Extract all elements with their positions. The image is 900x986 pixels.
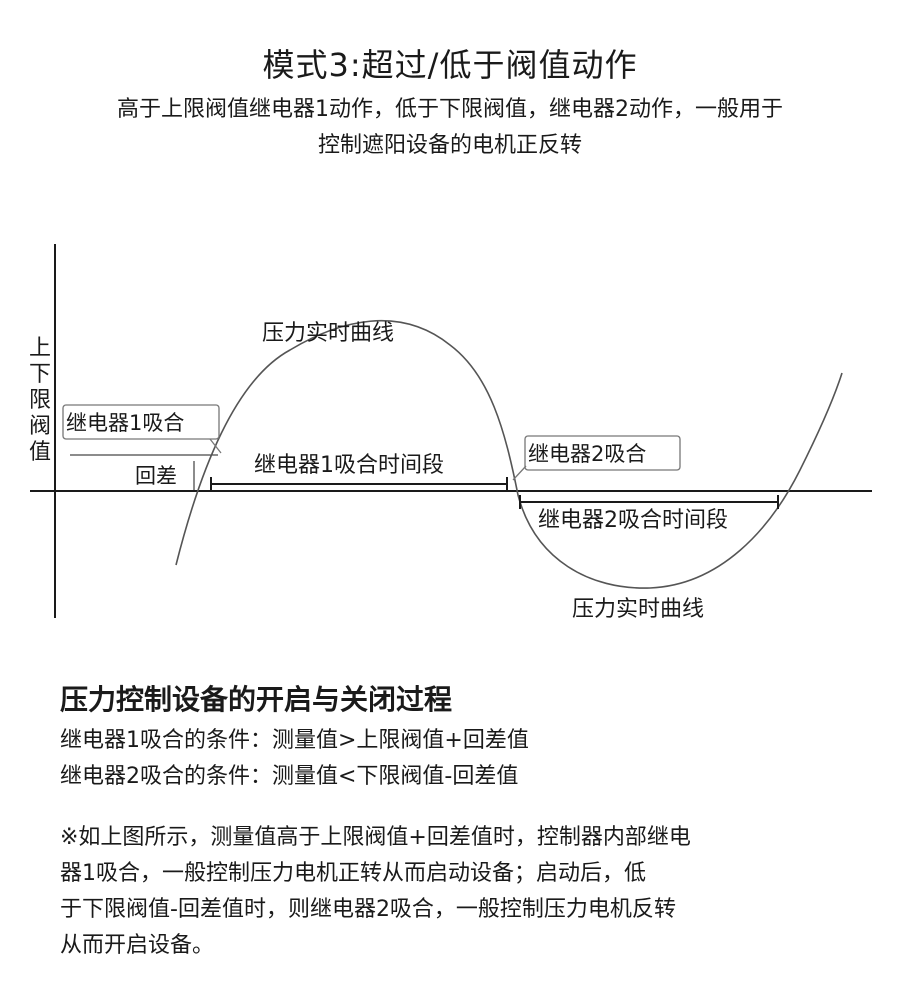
process-section-title: 压力控制设备的开启与关闭过程 — [60, 683, 453, 716]
threshold-diagram: 上 下 限 阀 值 回差 压力实时曲线 压力实时曲线 继电器1吸合 继电器1吸合… — [29, 244, 872, 622]
relay2-callout-box — [524, 435, 681, 471]
page-title: 模式3:超过/低于阀值动作 — [262, 46, 638, 84]
note-line-2: 器1吸合，一般控制压力电机正转从而启动设备；启动后，低 — [60, 861, 646, 886]
curve-label-bottom: 压力实时曲线 — [572, 597, 704, 622]
relay2-span-label: 继电器2吸合时间段 — [538, 508, 728, 533]
hysteresis-label: 回差 — [135, 464, 177, 488]
y-axis-label-3: 限 — [29, 388, 51, 413]
relay1-callout-box — [62, 404, 220, 440]
note-line-4: 从而开启设备。 — [60, 933, 215, 958]
y-axis-label-4: 阀 — [29, 414, 51, 439]
curve-label-top: 压力实时曲线 — [262, 321, 394, 346]
y-axis-label-2: 下 — [29, 362, 51, 387]
explanation-note: ※如上图所示，测量值高于上限阀值+回差值时，控制器内部继电 器1吸合，一般控制压… — [60, 820, 850, 964]
subtitle-line-2: 控制遮阳设备的电机正反转 — [317, 133, 582, 158]
relay1-span-label: 继电器1吸合时间段 — [254, 453, 444, 478]
relay1-condition: 继电器1吸合的条件：测量值>上限阀值+回差值 — [60, 728, 529, 753]
y-axis-label-1: 上 — [29, 336, 51, 361]
relay2-condition: 继电器2吸合的条件：测量值<下限阀值-回差值 — [60, 764, 519, 789]
note-line-1: ※如上图所示，测量值高于上限阀值+回差值时，控制器内部继电 — [60, 825, 691, 850]
pressure-curve — [175, 319, 843, 589]
relay1-callout-pointer — [209, 438, 222, 454]
note-line-3: 于下限阀值-回差值时，则继电器2吸合，一般控制压力电机反转 — [60, 897, 676, 922]
y-axis-label-5: 值 — [29, 440, 51, 465]
relay1-callout-label: 继电器1吸合 — [66, 411, 184, 435]
relay2-callout-pointer — [512, 465, 527, 481]
relay2-callout-label: 继电器2吸合 — [528, 442, 646, 466]
page-subtitle: 高于上限阀值继电器1动作，低于下限阀值，继电器2动作，一般用于 控制遮阳设备的电… — [40, 92, 860, 164]
subtitle-line-1: 高于上限阀值继电器1动作，低于下限阀值，继电器2动作，一般用于 — [117, 97, 783, 122]
